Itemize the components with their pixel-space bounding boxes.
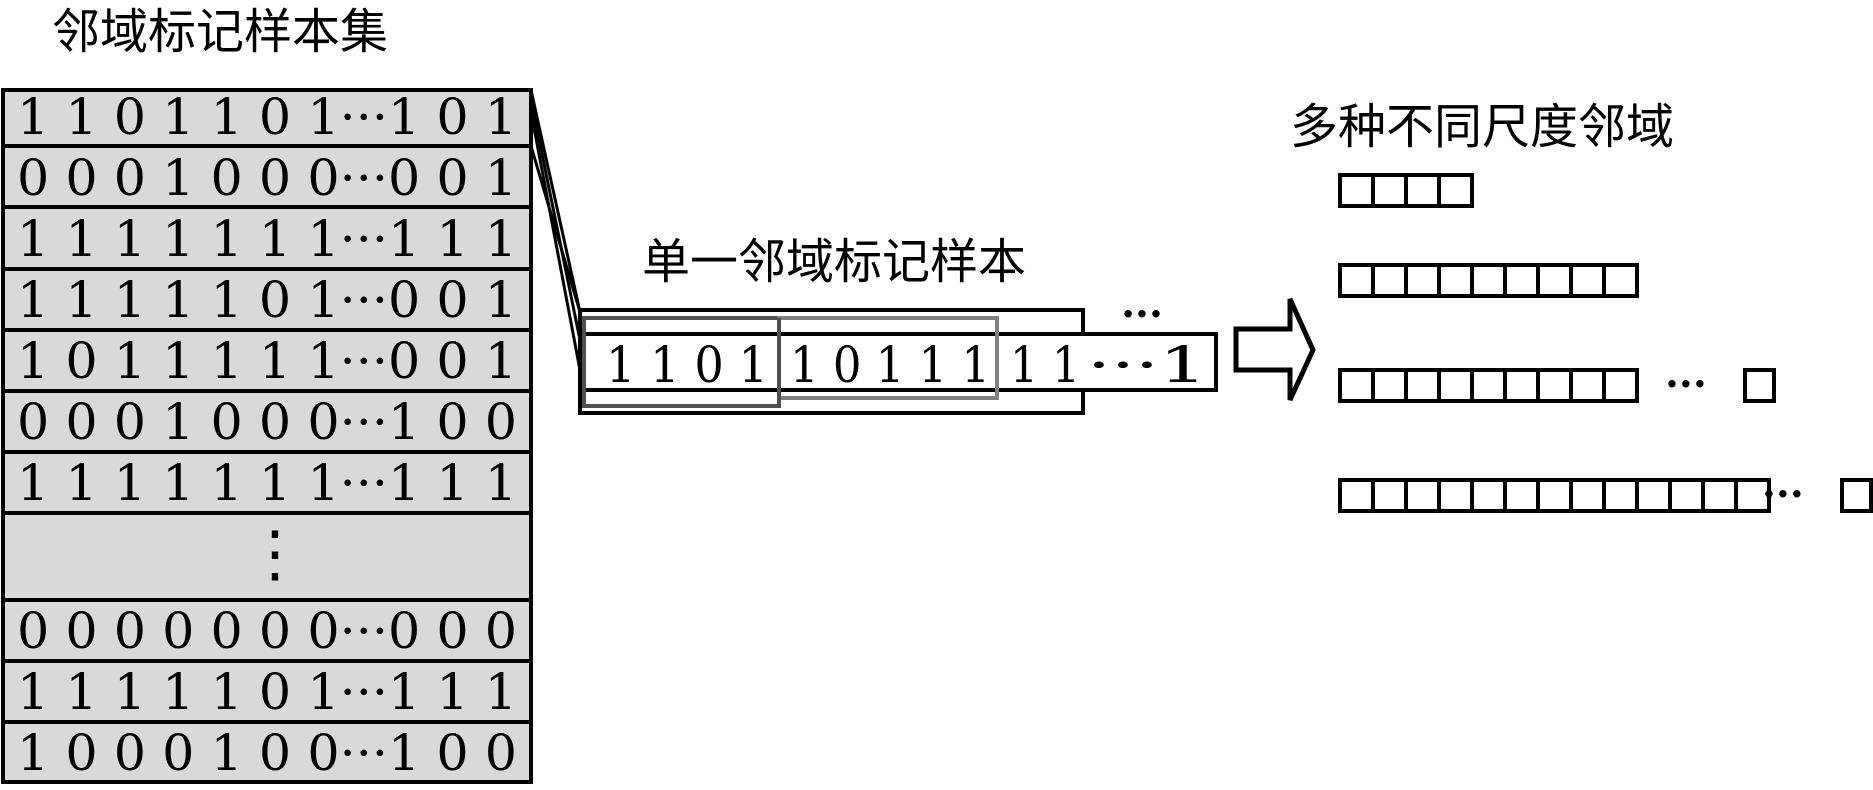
- scale-cell: [1668, 478, 1705, 513]
- scale-cell-last: [1743, 368, 1776, 403]
- sample-row: 0 0 0 0 0 0 0···0 0 0: [17, 602, 517, 660]
- callout-lines: [529, 89, 582, 371]
- scale-cell: [1404, 263, 1441, 298]
- sample-segment-1: 1 1 0 1: [606, 336, 768, 394]
- scale-cell: [1338, 368, 1375, 403]
- scale-cell: [1569, 368, 1606, 403]
- sample-row: 1 1 1 1 1 1 1···1 1 1: [17, 454, 517, 512]
- right-arrow-icon: [1233, 297, 1316, 402]
- sample-row: 1 1 1 1 1 1 1···1 1 1: [17, 210, 517, 268]
- scale-cell: [1404, 368, 1441, 403]
- scale-row: [1338, 263, 1639, 298]
- scale-cell: [1635, 478, 1672, 513]
- scale-cell: [1470, 263, 1507, 298]
- scale-cell: [1404, 478, 1441, 513]
- scale-cell: [1371, 478, 1408, 513]
- scale-cell: [1602, 263, 1639, 298]
- sample-row: 0 0 0 1 0 0 0···0 0 1: [17, 149, 517, 207]
- scale-cell: [1338, 173, 1375, 208]
- scale-rows: [1338, 173, 1873, 513]
- scale-cell: [1404, 173, 1441, 208]
- single-sample: 1 1 0 1 1 0 1 1 1 1 1 ···1 ···: [578, 291, 1218, 415]
- scale-cell: [1437, 173, 1474, 208]
- scale-cell: [1437, 478, 1474, 513]
- scale-cell-last: [1840, 478, 1873, 513]
- sample-row: 0 0 0 1 0 0 0···1 0 0: [17, 393, 517, 451]
- scale-cell: [1734, 478, 1771, 513]
- sample-sequence-strip: [578, 332, 1218, 392]
- scale-row: [1338, 478, 1873, 513]
- sample-row: 1 1 1 1 1 0 1···0 0 1: [17, 271, 517, 329]
- scale-row: [1338, 173, 1474, 208]
- scale-row: [1338, 368, 1776, 403]
- multi-scale-title: 多种不同尺度邻域: [1290, 99, 1674, 155]
- sample-set-table: 1 1 0 1 1 0 1···1 0 1 0 0 0 1 0 0 0···0 …: [1, 88, 533, 784]
- scale-cell: [1503, 368, 1540, 403]
- scale-cell: [1701, 478, 1738, 513]
- scale-cell: [1470, 368, 1507, 403]
- scale-cell: [1503, 478, 1540, 513]
- scale-ellipsis: ···: [1762, 471, 1804, 518]
- scale-cell: [1371, 263, 1408, 298]
- scale-cell: [1371, 368, 1408, 403]
- scale-cell: [1371, 173, 1408, 208]
- sample-set-title: 邻域标记样本集: [52, 4, 388, 60]
- scale-ellipsis: ···: [1665, 361, 1707, 408]
- sample-row: 1 1 0 1 1 0 1···1 0 1: [17, 88, 517, 146]
- sample-rows-ellipsis: ⋮: [244, 517, 306, 590]
- sample-tail: ···1: [1087, 336, 1207, 394]
- scale-cell: [1437, 263, 1474, 298]
- scale-cell: [1470, 478, 1507, 513]
- sample-row: 1 0 0 0 1 0 0···1 0 0: [17, 724, 517, 782]
- scale-cell: [1602, 368, 1639, 403]
- sample-top-ellipsis: ···: [1121, 291, 1163, 338]
- scale-cell: [1569, 263, 1606, 298]
- scale-ellipses: ··· ···: [1665, 361, 1804, 518]
- scale-cell: [1536, 368, 1573, 403]
- scale-cell: [1536, 478, 1573, 513]
- sample-row: 1 0 1 1 1 1 1···0 0 1: [17, 332, 517, 390]
- sample-row: 1 1 1 1 1 0 1···1 1 1: [17, 663, 517, 721]
- scale-cell: [1338, 478, 1375, 513]
- sample-segment-2: 1 0 1 1 1: [790, 336, 990, 394]
- scale-cell: [1569, 478, 1606, 513]
- scale-cell: [1437, 368, 1474, 403]
- scale-cell: [1338, 263, 1375, 298]
- scale-cell: [1602, 478, 1639, 513]
- scale-cell: [1503, 263, 1540, 298]
- scale-cell: [1536, 263, 1573, 298]
- single-sample-title: 单一邻域标记样本: [642, 234, 1026, 290]
- sample-segment-3: 1 1: [1010, 336, 1080, 394]
